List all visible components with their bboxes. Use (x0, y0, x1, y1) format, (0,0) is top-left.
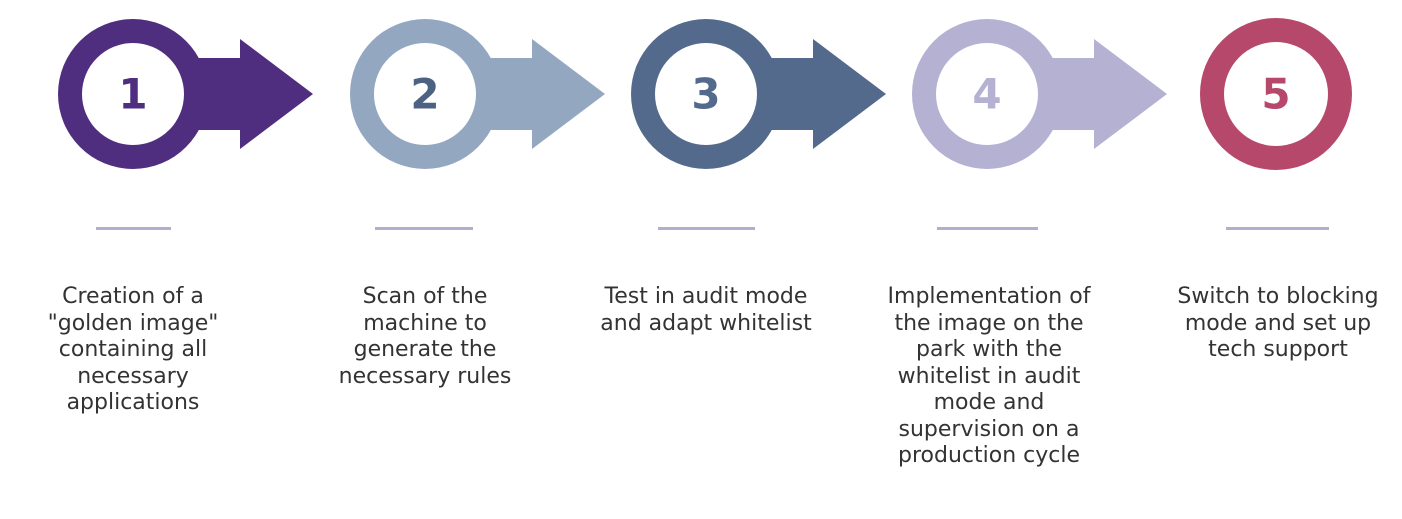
step-3-arrow-shape (753, 39, 886, 149)
step-1-arrow-graphic: 1 (58, 19, 313, 169)
step-1-arrow-shape (180, 39, 313, 149)
step-2-ring-center (374, 43, 476, 145)
step-2-arrow-shape (472, 39, 605, 149)
step-1-description: Creation of a "golden image" containing … (47, 284, 219, 415)
step-2-number: 2 (410, 70, 439, 119)
step-3: 3 Test in audit mode and adapt whitelist (600, 0, 893, 519)
step-5-divider (1226, 227, 1329, 230)
step-3-number: 3 (691, 70, 720, 119)
step-4: 4 Implementation of the image on the par… (884, 0, 1174, 519)
step-4-number: 4 (972, 70, 1001, 119)
step-2-arrow-graphic: 2 (350, 19, 605, 169)
step-1-divider (96, 227, 171, 230)
step-4-arrow-shape (1034, 39, 1167, 149)
step-1-ring-center (82, 43, 184, 145)
step-3-ring-center (655, 43, 757, 145)
step-1-number: 1 (118, 70, 147, 119)
step-4-ring-center (936, 43, 1038, 145)
step-1: 1 Creation of a "golden image" containin… (30, 0, 320, 519)
step-2: 2 Scan of the machine to generate the ne… (322, 0, 612, 519)
step-2-divider (375, 227, 473, 230)
step-3-arrow-graphic: 3 (631, 19, 886, 169)
step-5-graphic: 5 (1200, 18, 1352, 170)
step-5: 5 Switch to blocking mode and set up tec… (1172, 0, 1402, 519)
step-5-ring-center (1224, 42, 1328, 146)
step-4-divider (937, 227, 1038, 230)
step-3-divider (658, 227, 755, 230)
step-2-description: Scan of the machine to generate the nece… (338, 284, 512, 389)
step-3-description: Test in audit mode and adapt whitelist (600, 284, 812, 336)
step-5-description: Switch to blocking mode and set up tech … (1177, 284, 1379, 362)
step-4-description: Implementation of the image on the park … (887, 284, 1091, 468)
step-4-arrow-graphic: 4 (912, 19, 1167, 169)
step-5-number: 5 (1261, 70, 1290, 119)
